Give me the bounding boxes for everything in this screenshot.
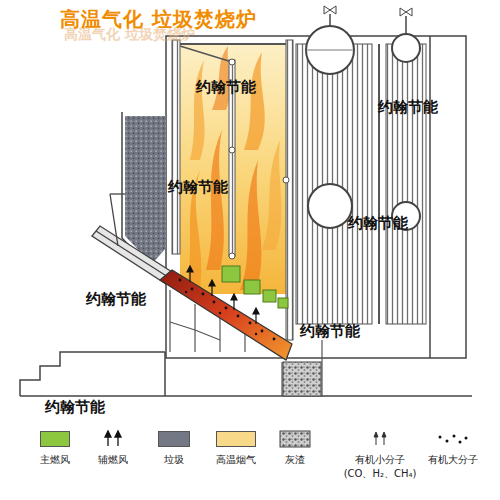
faded-title: 高温气化 垃圾焚烧炉 bbox=[64, 26, 195, 44]
valve-pipe bbox=[329, 14, 331, 26]
legend-text: 辅燃风 bbox=[83, 453, 143, 467]
secondary-air-sample bbox=[105, 431, 121, 446]
incline-grate bbox=[160, 266, 292, 360]
water-wall bbox=[286, 40, 293, 340]
valve-symbol bbox=[400, 8, 412, 16]
ash-chute bbox=[281, 362, 282, 396]
refuse-pile bbox=[125, 116, 166, 264]
tube-bank bbox=[296, 44, 372, 324]
valve-pipe bbox=[405, 16, 407, 34]
flue-gas-zone bbox=[180, 44, 286, 294]
ram-frame bbox=[110, 194, 118, 246]
primary-air-box bbox=[263, 290, 276, 302]
watermark: 约翰节能 bbox=[300, 322, 360, 341]
primary-air-box bbox=[244, 280, 260, 294]
mud-drum bbox=[308, 184, 352, 228]
legend-text: 主燃风 bbox=[25, 453, 85, 467]
secondary-air-arrows bbox=[187, 266, 259, 324]
ash-pit bbox=[283, 362, 321, 396]
legend-text: 有机大分子 bbox=[423, 453, 483, 467]
flame bbox=[206, 130, 224, 270]
ash-sample bbox=[280, 431, 310, 447]
ram-rod bbox=[96, 231, 168, 277]
flame bbox=[244, 52, 265, 150]
header-pipe bbox=[283, 177, 289, 183]
legend-text: 有机小分子 (CO、H₂、CH₄) bbox=[340, 453, 420, 481]
macromolecule-sample bbox=[439, 435, 468, 444]
foundation-steps bbox=[20, 352, 165, 396]
legend-text: 高温烟气 bbox=[206, 453, 266, 467]
header-pipe bbox=[229, 253, 235, 259]
flame bbox=[262, 140, 281, 250]
support-post bbox=[194, 304, 195, 352]
baffle-wall bbox=[378, 44, 380, 324]
upper-header bbox=[392, 34, 420, 62]
burning-bed bbox=[160, 270, 292, 360]
air-duct bbox=[170, 322, 220, 340]
roof-tube bbox=[180, 46, 232, 62]
ground-line bbox=[20, 395, 472, 397]
casing-divider bbox=[429, 36, 431, 358]
furnace-roof bbox=[180, 43, 286, 45]
drum-waterline bbox=[306, 50, 354, 51]
steam-drum bbox=[306, 26, 354, 74]
legend-swatch bbox=[216, 431, 256, 447]
legend-swatch bbox=[158, 431, 190, 447]
watermark: 约翰节能 bbox=[45, 398, 105, 417]
grate-support bbox=[170, 290, 322, 396]
support-post bbox=[219, 318, 220, 352]
ram-body bbox=[92, 226, 172, 284]
support-post bbox=[244, 334, 245, 352]
macromolecule-dots bbox=[179, 279, 276, 341]
watermark: 约翰节能 bbox=[348, 214, 408, 233]
valve-symbol bbox=[324, 6, 336, 14]
header-pipe bbox=[229, 147, 235, 153]
legend-swatch bbox=[40, 431, 70, 447]
ash-chute bbox=[321, 340, 322, 396]
tube-bank bbox=[386, 44, 426, 324]
header-pipe bbox=[229, 59, 235, 65]
flame bbox=[240, 160, 261, 290]
legend-text: 垃圾 bbox=[144, 453, 204, 467]
flame bbox=[190, 60, 205, 160]
primary-air-box bbox=[222, 266, 240, 282]
watermark: 约翰节能 bbox=[196, 78, 256, 97]
support-post bbox=[169, 290, 170, 352]
ram-frame bbox=[110, 193, 125, 194]
feeder-ram bbox=[92, 194, 172, 284]
water-wall bbox=[172, 40, 180, 254]
watermark: 约翰节能 bbox=[378, 98, 438, 117]
legend-samples bbox=[105, 431, 468, 447]
convection-bank bbox=[296, 6, 426, 324]
watermark: 约翰节能 bbox=[86, 290, 146, 309]
primary-air-box bbox=[278, 298, 288, 308]
watermark: 约翰节能 bbox=[168, 178, 228, 197]
legend-text: 灰渣 bbox=[265, 453, 325, 467]
primary-air-zones bbox=[222, 266, 288, 308]
small-molecule-sample bbox=[374, 432, 386, 445]
